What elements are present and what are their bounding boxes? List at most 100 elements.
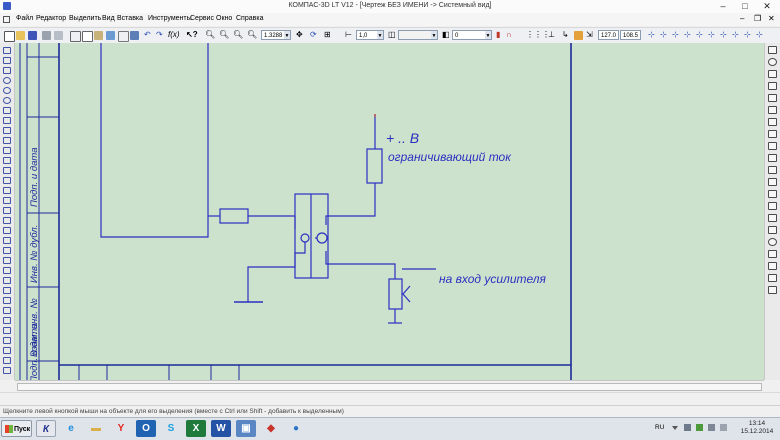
snap-settings-icon[interactable]: ⊹ bbox=[756, 30, 763, 39]
zoom-all-icon[interactable]: 🔍︎ bbox=[247, 30, 258, 39]
pan-icon[interactable]: ✥ bbox=[296, 30, 303, 39]
select-tool-icon[interactable] bbox=[3, 337, 11, 344]
print-icon[interactable] bbox=[42, 31, 51, 40]
join-tool-icon[interactable] bbox=[3, 307, 11, 314]
zoom-combo[interactable]: 1.3288 ▼ bbox=[261, 30, 291, 40]
tray-network-icon[interactable] bbox=[684, 424, 691, 431]
taskbar-outlook[interactable]: O bbox=[136, 420, 156, 437]
local-cs-icon[interactable]: ↳ bbox=[562, 30, 569, 39]
layer-icon[interactable]: ◧ bbox=[442, 30, 450, 39]
layer-color-icon[interactable]: ▮ bbox=[496, 30, 501, 39]
spline-tool-icon[interactable] bbox=[3, 127, 11, 134]
chevron-down-icon[interactable]: ▼ bbox=[485, 31, 491, 39]
ortho-icon[interactable]: ⊥ bbox=[548, 30, 555, 39]
views-panel-icon[interactable] bbox=[768, 250, 777, 258]
triangle-panel-icon[interactable] bbox=[768, 70, 777, 78]
y-coordinate-field[interactable]: 108.5 bbox=[620, 30, 641, 40]
reports-panel-icon[interactable] bbox=[768, 166, 777, 174]
snap-center-icon[interactable]: ⊹ bbox=[684, 30, 691, 39]
horizontal-scrollbar[interactable] bbox=[15, 380, 764, 393]
copy-icon[interactable] bbox=[82, 31, 93, 42]
mdi-minimize-button[interactable]: – bbox=[740, 14, 745, 23]
measure-tool-icon[interactable] bbox=[3, 317, 11, 324]
tools-panel-icon[interactable] bbox=[768, 274, 777, 282]
mdi-close-button[interactable]: ✕ bbox=[768, 14, 775, 23]
menu-edit[interactable]: Редактор bbox=[36, 15, 67, 22]
extend-tool-icon[interactable] bbox=[3, 217, 11, 224]
ellipse-tool-icon[interactable] bbox=[3, 97, 11, 104]
tray-chevron-icon[interactable] bbox=[672, 426, 678, 430]
copy-tool-icon[interactable] bbox=[3, 267, 11, 274]
target-panel-icon[interactable] bbox=[768, 238, 777, 246]
rotate-tool-icon[interactable] bbox=[3, 237, 11, 244]
refresh-icon[interactable]: ⟳ bbox=[310, 30, 317, 39]
taskbar-browser[interactable]: ● bbox=[286, 420, 306, 437]
close-button[interactable]: ✕ bbox=[763, 1, 771, 11]
layers-tool-icon[interactable] bbox=[3, 367, 11, 374]
paste-icon[interactable] bbox=[94, 31, 103, 40]
tray-power-icon[interactable] bbox=[696, 424, 703, 431]
break-tool-icon[interactable] bbox=[3, 297, 11, 304]
macro-panel-icon[interactable] bbox=[768, 190, 777, 198]
macro-tool-icon[interactable] bbox=[3, 327, 11, 334]
variables-panel-icon[interactable] bbox=[768, 178, 777, 186]
open-file-icon[interactable] bbox=[16, 31, 25, 40]
zoom-out-icon[interactable]: 🔍︎ bbox=[219, 30, 230, 39]
scale-tool-icon[interactable] bbox=[3, 247, 11, 254]
circle-panel-icon[interactable] bbox=[768, 58, 777, 66]
chevron-down-icon[interactable]: ▼ bbox=[377, 31, 383, 39]
leader-panel-icon[interactable] bbox=[768, 226, 777, 234]
snap-point-icon[interactable]: ⊹ bbox=[648, 30, 655, 39]
point-tool-icon[interactable] bbox=[3, 67, 11, 74]
drawing-canvas[interactable]: + .. В ограничивающий ток на вход усилит… bbox=[15, 43, 764, 380]
book-icon[interactable] bbox=[130, 31, 139, 40]
edit-tool-icon[interactable] bbox=[3, 357, 11, 364]
snap-intersect-icon[interactable]: ⊹ bbox=[720, 30, 727, 39]
fillet-tool-icon[interactable] bbox=[3, 197, 11, 204]
snap-tangent-icon[interactable]: ⊹ bbox=[696, 30, 703, 39]
move-tool-icon[interactable] bbox=[3, 257, 11, 264]
menu-file[interactable]: Файл bbox=[16, 15, 34, 22]
menu-insert[interactable]: Вставка bbox=[117, 15, 144, 22]
image-panel-icon[interactable] bbox=[768, 262, 777, 270]
maximize-button[interactable]: □ bbox=[742, 1, 748, 11]
parameter-tool-icon[interactable] bbox=[3, 347, 11, 354]
language-indicator[interactable]: RU bbox=[655, 424, 665, 431]
text-panel-icon[interactable] bbox=[768, 202, 777, 210]
undo-icon[interactable]: ↶ bbox=[144, 30, 151, 39]
params-panel-icon[interactable] bbox=[768, 118, 777, 126]
menu-service[interactable]: Сервис bbox=[190, 15, 214, 22]
grid-icon[interactable]: ⋮⋮⋮ bbox=[526, 30, 550, 39]
new-file-icon[interactable] bbox=[4, 31, 15, 42]
taskbar-tool[interactable]: ◆ bbox=[261, 420, 281, 437]
layer-combo[interactable]: 0 ▼ bbox=[452, 30, 492, 40]
redo-icon[interactable]: ↷ bbox=[156, 30, 163, 39]
snap-mid-icon[interactable]: ⊹ bbox=[660, 30, 667, 39]
symbols-panel-icon[interactable] bbox=[768, 214, 777, 222]
zoom-in-icon[interactable]: 🔍︎ bbox=[205, 30, 216, 39]
taskbar-excel[interactable]: X bbox=[186, 420, 206, 437]
annotations-panel-icon[interactable] bbox=[768, 94, 777, 102]
line-tool-icon[interactable] bbox=[3, 47, 11, 54]
polygon-tool-icon[interactable] bbox=[3, 117, 11, 124]
menu-select[interactable]: Выделить bbox=[69, 15, 102, 22]
table-tool-icon[interactable] bbox=[3, 167, 11, 174]
save-icon[interactable] bbox=[28, 31, 37, 40]
taskbar-yandex[interactable]: Y bbox=[111, 420, 131, 437]
pencil-icon[interactable] bbox=[118, 31, 129, 42]
extra-panel-icon[interactable] bbox=[768, 286, 777, 294]
dimensions-panel-icon[interactable] bbox=[768, 82, 777, 90]
chevron-down-icon[interactable]: ▼ bbox=[431, 31, 437, 39]
text-tool-icon[interactable] bbox=[3, 157, 11, 164]
edit-panel-icon[interactable] bbox=[768, 106, 777, 114]
view-combo[interactable]: ▼ bbox=[398, 30, 438, 40]
measure-panel-icon[interactable] bbox=[768, 130, 777, 138]
cut-icon[interactable] bbox=[70, 31, 81, 42]
snap-normal-icon[interactable]: ⊹ bbox=[708, 30, 715, 39]
taskbar-skype[interactable]: S bbox=[161, 420, 181, 437]
print-preview-icon[interactable] bbox=[54, 31, 63, 40]
minimize-button[interactable]: – bbox=[720, 1, 726, 11]
geometry-panel-icon[interactable] bbox=[768, 46, 777, 54]
offset-tool-icon[interactable] bbox=[3, 277, 11, 284]
symbol-tool-icon[interactable] bbox=[3, 177, 11, 184]
